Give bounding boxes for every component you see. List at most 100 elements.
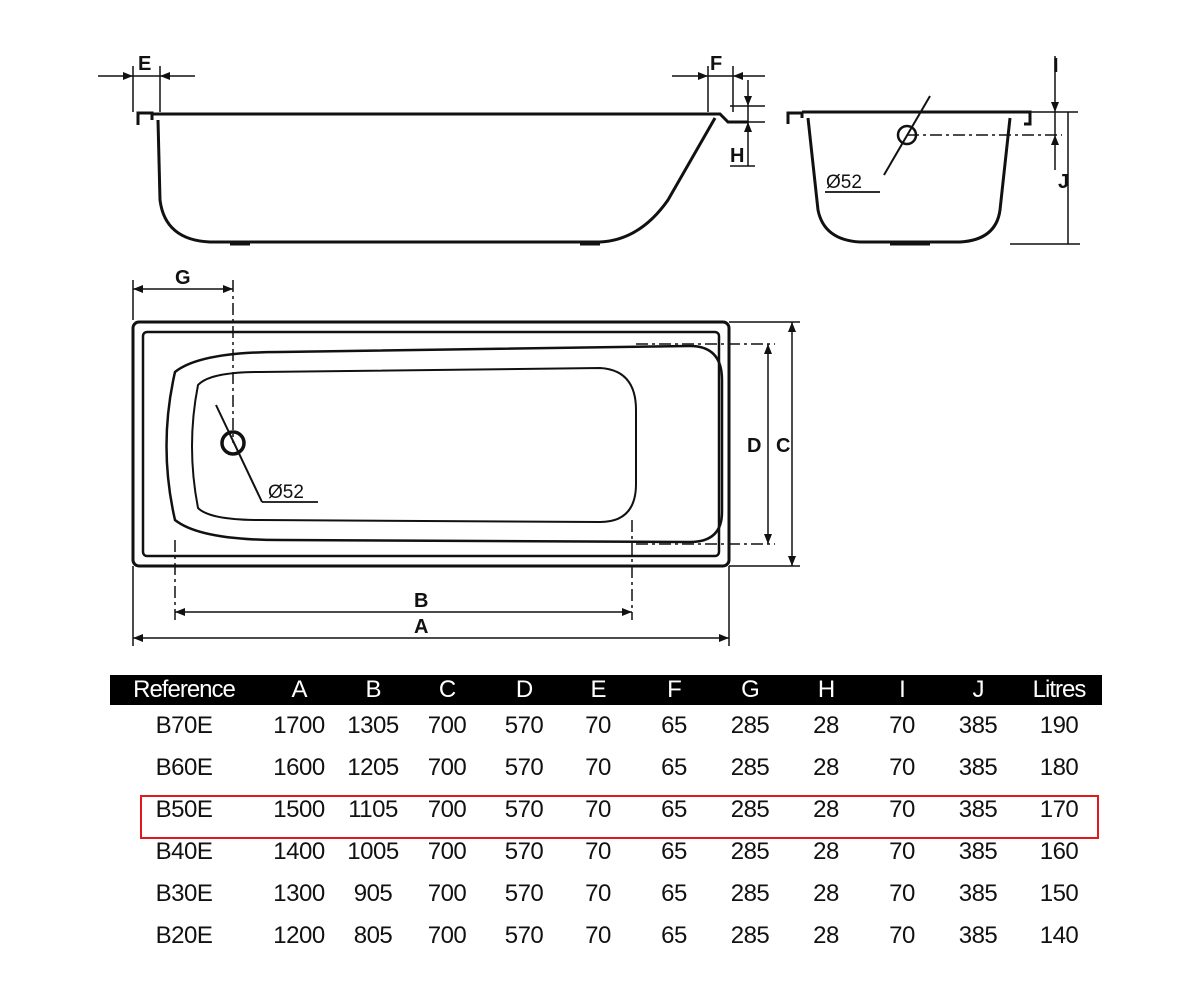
- value-cell: 28: [813, 922, 839, 949]
- end-view: [786, 56, 1080, 246]
- value-cell: 1600: [273, 754, 325, 781]
- end-view-arrows: [1051, 102, 1059, 145]
- value-cell: 285: [730, 880, 770, 907]
- value-cell: 700: [427, 838, 467, 865]
- value-cell: 1105: [348, 796, 398, 823]
- value-cell: 70: [889, 712, 915, 739]
- value-cell: 570: [504, 880, 544, 907]
- value-cell: 1700: [273, 712, 325, 739]
- value-cell: 1200: [273, 922, 325, 949]
- value-cell: 65: [661, 712, 687, 739]
- value-cell: 385: [958, 796, 998, 823]
- reference-cell: B20E: [155, 922, 213, 949]
- value-cell: 140: [1039, 922, 1079, 949]
- value-cell: 160: [1039, 838, 1079, 865]
- value-cell: 285: [730, 754, 770, 781]
- value-cell: 1005: [347, 838, 399, 865]
- drain-diameter-label-end: Ø52: [826, 172, 862, 193]
- reference-cell: B70E: [155, 712, 213, 739]
- value-cell: 285: [730, 712, 770, 739]
- dim-label-i: I: [1053, 55, 1059, 77]
- column-header-reference: Reference: [110, 675, 258, 705]
- column-header-f: F: [636, 675, 712, 705]
- value-cell: 190: [1039, 712, 1079, 739]
- value-cell: 700: [427, 880, 467, 907]
- value-cell: 1305: [347, 712, 399, 739]
- value-cell: 28: [813, 712, 839, 739]
- value-cell: 70: [585, 838, 611, 865]
- side-view-long: [98, 66, 765, 246]
- column-header-h: H: [788, 675, 864, 705]
- value-cell: 70: [889, 838, 915, 865]
- value-cell: 70: [585, 796, 611, 823]
- column-header-d: D: [488, 675, 560, 705]
- drain-diameter-label-top: Ø52: [268, 482, 304, 503]
- side-view-arrows: [123, 72, 752, 132]
- column-header-c: C: [406, 675, 488, 705]
- value-cell: 70: [889, 922, 915, 949]
- value-cell: 180: [1039, 754, 1079, 781]
- dim-label-j: J: [1058, 171, 1069, 193]
- value-cell: 570: [504, 838, 544, 865]
- bathtub-technical-drawing: E F H I J Ø52: [98, 53, 1080, 646]
- reference-cell: B30E: [155, 880, 213, 907]
- reference-cell: B50E: [155, 796, 213, 823]
- value-cell: 700: [427, 754, 467, 781]
- value-cell: 285: [730, 838, 770, 865]
- value-cell: 570: [504, 754, 544, 781]
- dim-label-a: A: [414, 616, 428, 638]
- value-cell: 385: [958, 712, 998, 739]
- column-header-litres: Litres: [1016, 675, 1102, 705]
- value-cell: 28: [813, 796, 839, 823]
- dim-label-c: C: [776, 435, 790, 457]
- value-cell: 700: [427, 796, 467, 823]
- column-header-g: G: [712, 675, 788, 705]
- column-header-j: J: [940, 675, 1016, 705]
- column-header-a: A: [258, 675, 340, 705]
- value-cell: 285: [730, 922, 770, 949]
- value-cell: 1400: [273, 838, 325, 865]
- value-cell: 385: [958, 754, 998, 781]
- reference-cell: B60E: [155, 754, 213, 781]
- value-cell: 570: [504, 712, 544, 739]
- value-cell: 65: [661, 922, 687, 949]
- reference-cell: B40E: [155, 838, 213, 865]
- value-cell: 700: [427, 712, 467, 739]
- value-cell: 70: [585, 754, 611, 781]
- value-cell: 700: [427, 922, 467, 949]
- value-cell: 570: [504, 922, 544, 949]
- top-view-arrows: [133, 285, 796, 642]
- dim-label-g: G: [175, 267, 191, 289]
- value-cell: 70: [889, 796, 915, 823]
- dim-label-e: E: [138, 53, 151, 75]
- value-cell: 65: [661, 754, 687, 781]
- value-cell: 28: [813, 880, 839, 907]
- value-cell: 285: [730, 796, 770, 823]
- value-cell: 1300: [273, 880, 325, 907]
- value-cell: 385: [958, 880, 998, 907]
- value-cell: 805: [353, 922, 393, 949]
- column-header-e: E: [560, 675, 636, 705]
- value-cell: 70: [889, 880, 915, 907]
- column-header-b: B: [340, 675, 406, 705]
- dim-label-b: B: [414, 590, 428, 612]
- value-cell: 65: [661, 838, 687, 865]
- value-cell: 570: [504, 796, 544, 823]
- value-cell: 1500: [273, 796, 325, 823]
- value-cell: 1205: [347, 754, 399, 781]
- value-cell: 28: [813, 754, 839, 781]
- value-cell: 65: [661, 880, 687, 907]
- value-cell: 150: [1039, 880, 1079, 907]
- top-view: [131, 280, 800, 646]
- value-cell: 70: [585, 922, 611, 949]
